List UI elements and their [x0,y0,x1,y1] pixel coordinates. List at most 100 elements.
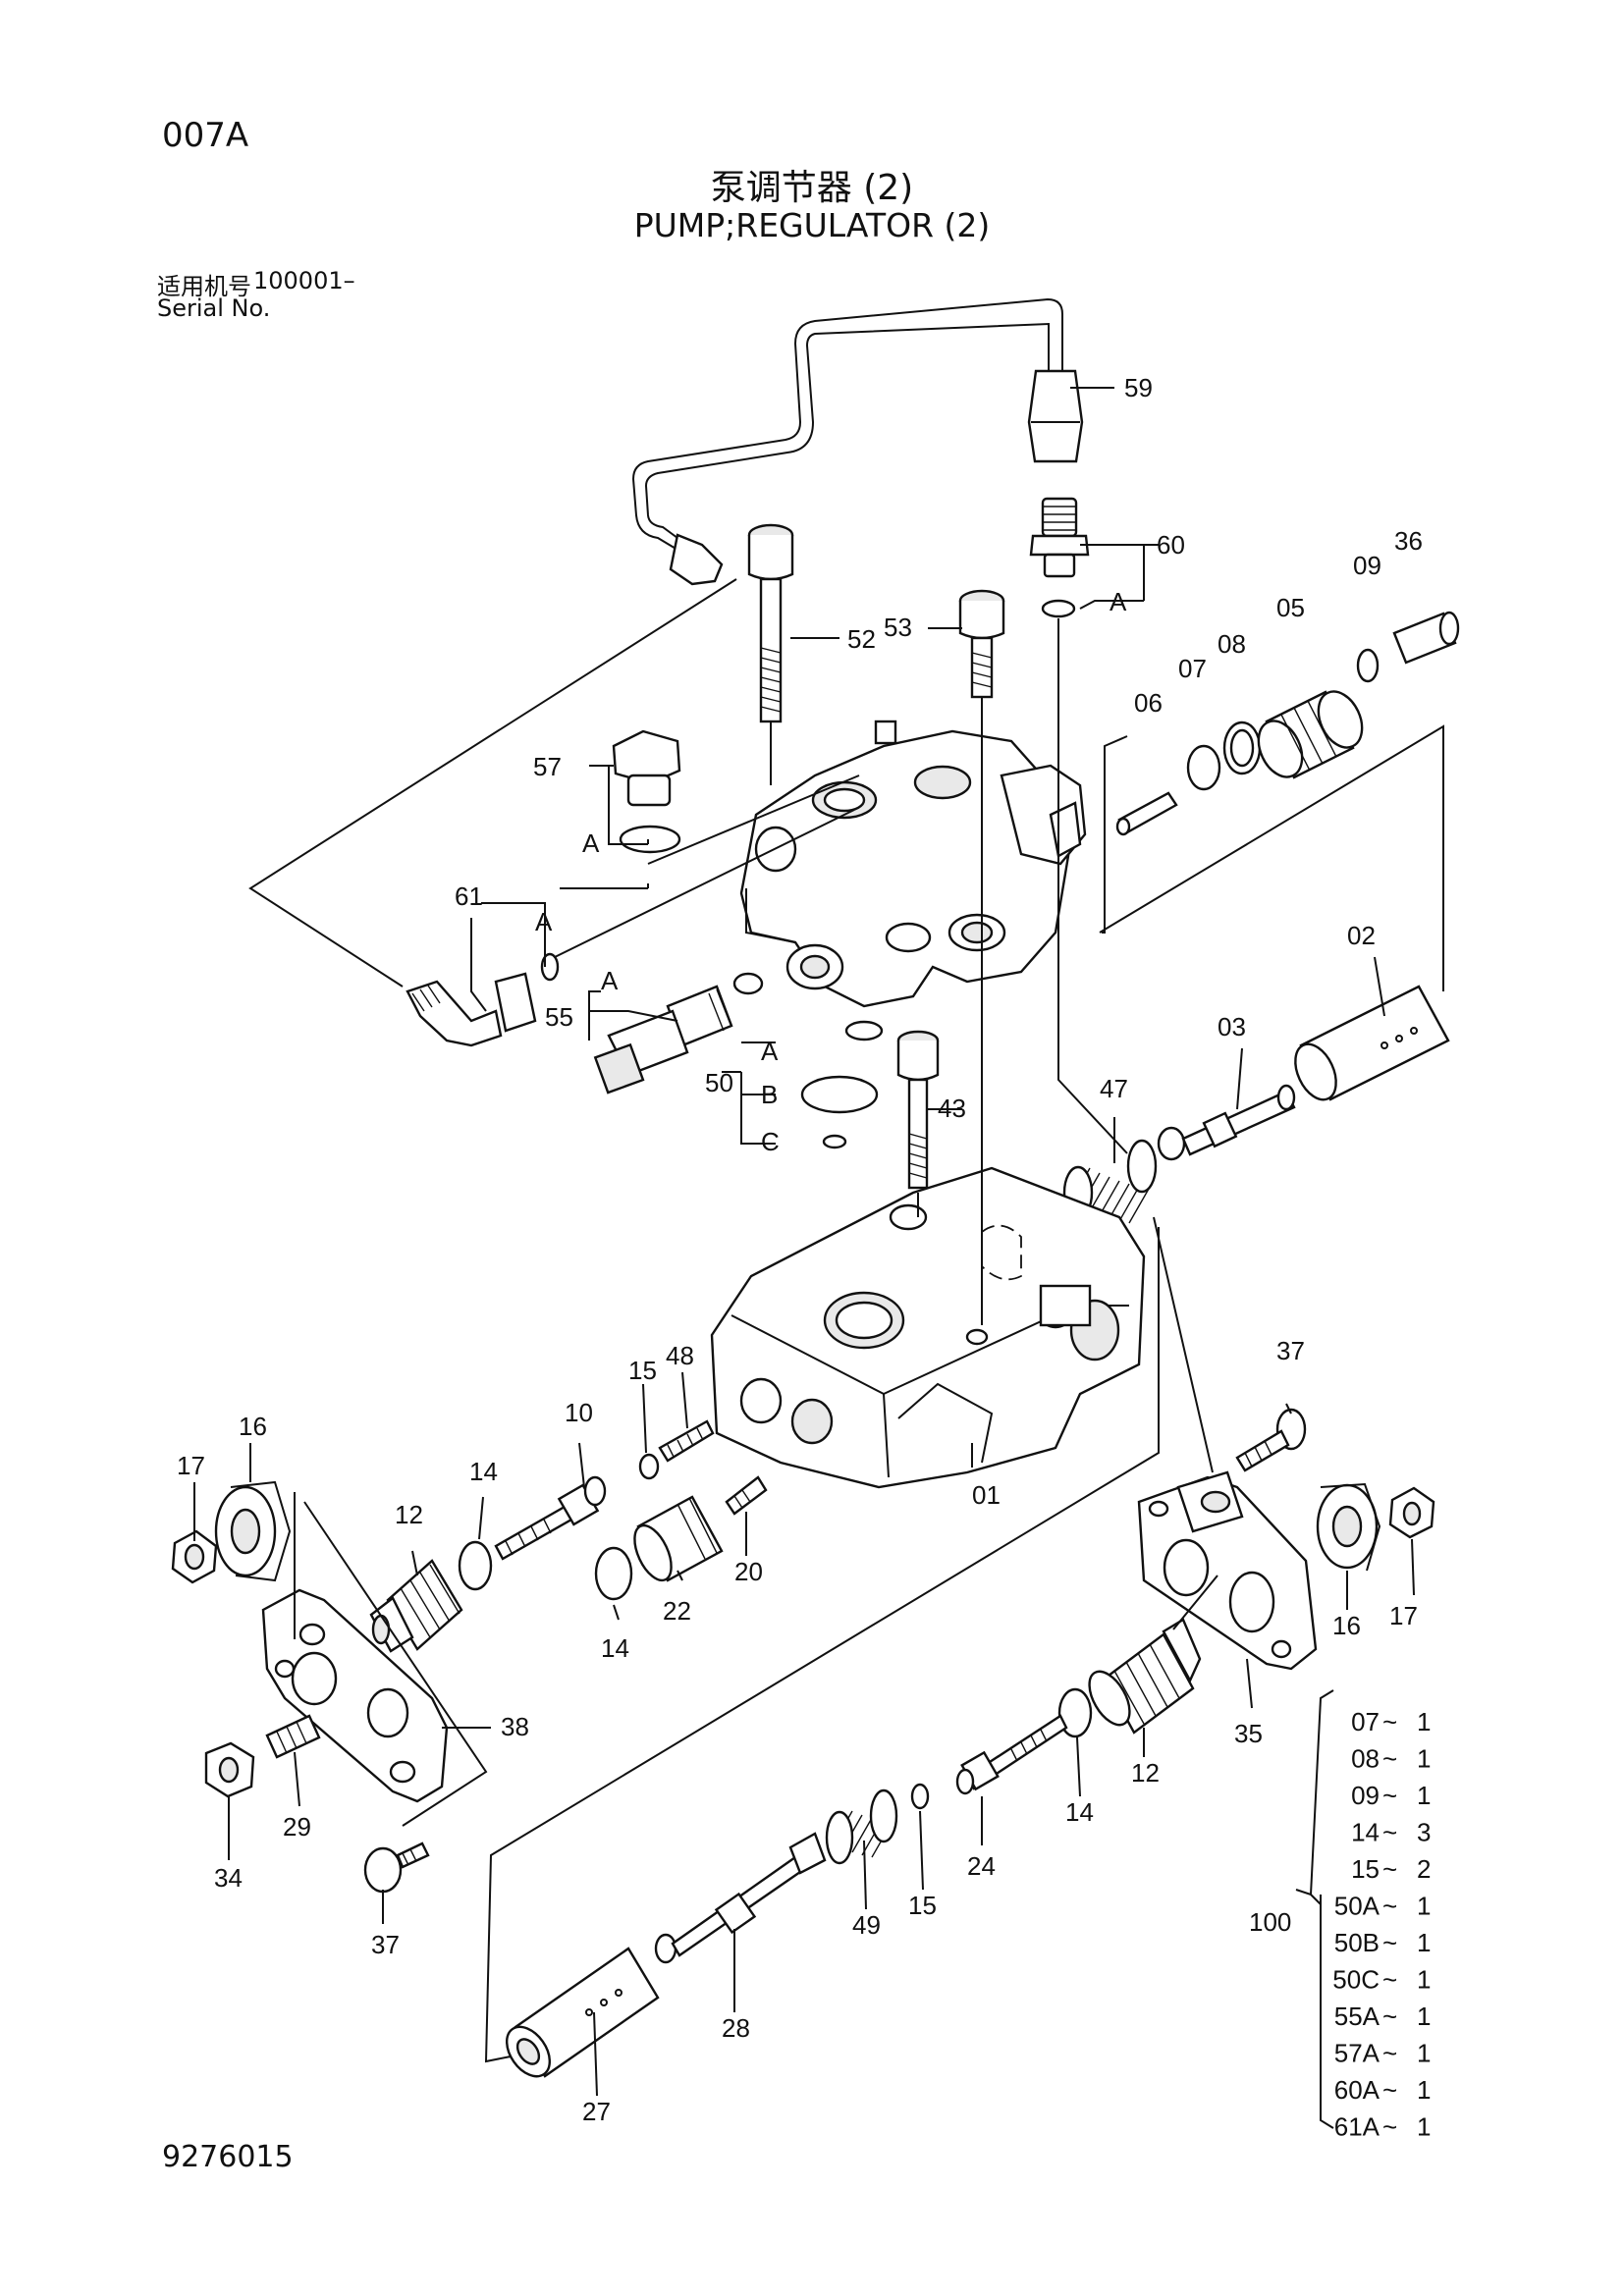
callout-48: 48 [666,1341,694,1370]
callout-15-bottom: 15 [908,1891,937,1920]
plug-12-right [1088,1618,1202,1735]
bolt-52 [747,523,794,723]
callout-22: 22 [663,1596,691,1626]
cover-38 [261,1588,449,1803]
serial-label-english: Serial No. [157,294,271,322]
callout-50: 50 [705,1068,733,1097]
spool-03 [1157,1084,1296,1161]
callout-06: 06 [1134,688,1163,718]
callout-15-top: 15 [628,1356,657,1385]
plug-12-left [369,1559,463,1653]
serial-label-chinese: 适用机号 [157,273,251,300]
pin-06 [1115,791,1178,836]
callout-14-b: 14 [601,1633,629,1663]
kit-item-tilde: ~ [1382,1965,1397,1995]
callout-17-right: 17 [1389,1601,1418,1630]
kit-item-part: 57A [1334,2039,1380,2068]
spool-24 [955,1714,1068,1795]
callout-07: 07 [1178,654,1207,683]
kit-item-qty: 1 [1417,1744,1431,1774]
kit-item-part: 50C [1332,1965,1380,1995]
callout-08: 08 [1218,629,1246,659]
callout-03: 03 [1218,1012,1246,1041]
kit-item-qty: 1 [1417,1781,1431,1810]
callout-55a: A [601,966,619,995]
sensor-55 [593,972,764,1095]
callout-59: 59 [1124,373,1153,402]
callout-14-c: 14 [1065,1797,1094,1827]
kit-item-part: 55A [1334,2002,1380,2031]
oring-14-right [1057,1687,1093,1738]
fitting-60 [1029,497,1090,618]
kit-item-tilde: ~ [1382,2075,1397,2105]
callout-14-a: 14 [469,1457,498,1486]
nut-16-right [1316,1482,1381,1572]
nut-17-right [1388,1486,1435,1539]
oring-14-left [594,1546,633,1601]
callout-61a: A [535,907,553,936]
kit-label: 100 [1249,1907,1291,1937]
callout-60a: A [1110,587,1127,616]
pin-20 [725,1475,768,1516]
callout-57: 57 [533,752,562,781]
callout-49: 49 [852,1910,881,1940]
callout-16-right: 16 [1332,1611,1361,1640]
assembly-lines [248,578,1444,2063]
kit-item-qty: 2 [1417,1854,1431,1884]
kit-item-qty: 1 [1417,2075,1431,2105]
title-english: PUMP;REGULATOR (2) [633,206,991,244]
kit-item-tilde: ~ [1382,1854,1397,1884]
kit-item-qty: 1 [1417,2002,1431,2031]
callout-50a: A [761,1037,779,1066]
nut-16-left [214,1480,292,1582]
oring-14-mid [458,1540,493,1591]
callout-38: 38 [501,1712,529,1741]
piston-22 [633,1495,724,1582]
tube-59 [631,297,1084,586]
spring-48 [658,1419,715,1463]
spring-49 [825,1789,898,1865]
kit-item-part: 09 [1351,1781,1380,1810]
kit-item-part: 08 [1351,1744,1380,1774]
callout-36: 36 [1394,526,1423,556]
kit-item-tilde: ~ [1382,1707,1397,1736]
callout-47: 47 [1100,1074,1128,1103]
callout-05: 05 [1276,593,1305,622]
kit-item-part: 15 [1351,1854,1380,1884]
kit-item-tilde: ~ [1382,1744,1397,1774]
callout-20: 20 [734,1557,763,1586]
spool-28 [654,1832,827,1964]
bolt-37-lower [363,1842,430,1894]
callout-61: 61 [455,881,483,911]
callout-02: 02 [1347,921,1376,950]
callout-55: 55 [545,1002,573,1032]
oring-08 [1222,721,1262,775]
callout-60: 60 [1157,530,1185,560]
kit-item-tilde: ~ [1382,1781,1397,1810]
kit-item-qty: 3 [1417,1818,1431,1847]
pin-36 [1392,611,1460,665]
kit-item-part: 14 [1351,1818,1380,1847]
callout-35: 35 [1234,1719,1263,1748]
kit-item-tilde: ~ [1382,1892,1397,1921]
callout-leaders [193,387,1415,2129]
oring-15-lower [910,1783,930,1810]
kit-item-qty: 1 [1417,2039,1431,2068]
callout-43: 43 [938,1094,966,1123]
kit-item-qty: 1 [1417,1965,1431,1995]
kit-item-tilde: ~ [1382,2002,1397,2031]
callout-57a: A [582,828,600,858]
callout-12-left: 12 [395,1500,423,1529]
serial-value: 100001– [253,267,355,294]
oring-15-upper [638,1453,660,1480]
screw-29 [265,1714,321,1759]
callout-labels: 59 60 A 36 09 05 08 07 06 52 53 57 A 61 … [177,373,1423,2126]
kit-item-tilde: ~ [1382,2112,1397,2142]
callout-17-left: 17 [177,1451,205,1480]
seals-50 [800,1020,884,1149]
sleeve-02 [1294,985,1450,1101]
callout-24: 24 [967,1851,996,1881]
callout-01: 01 [972,1480,1001,1510]
